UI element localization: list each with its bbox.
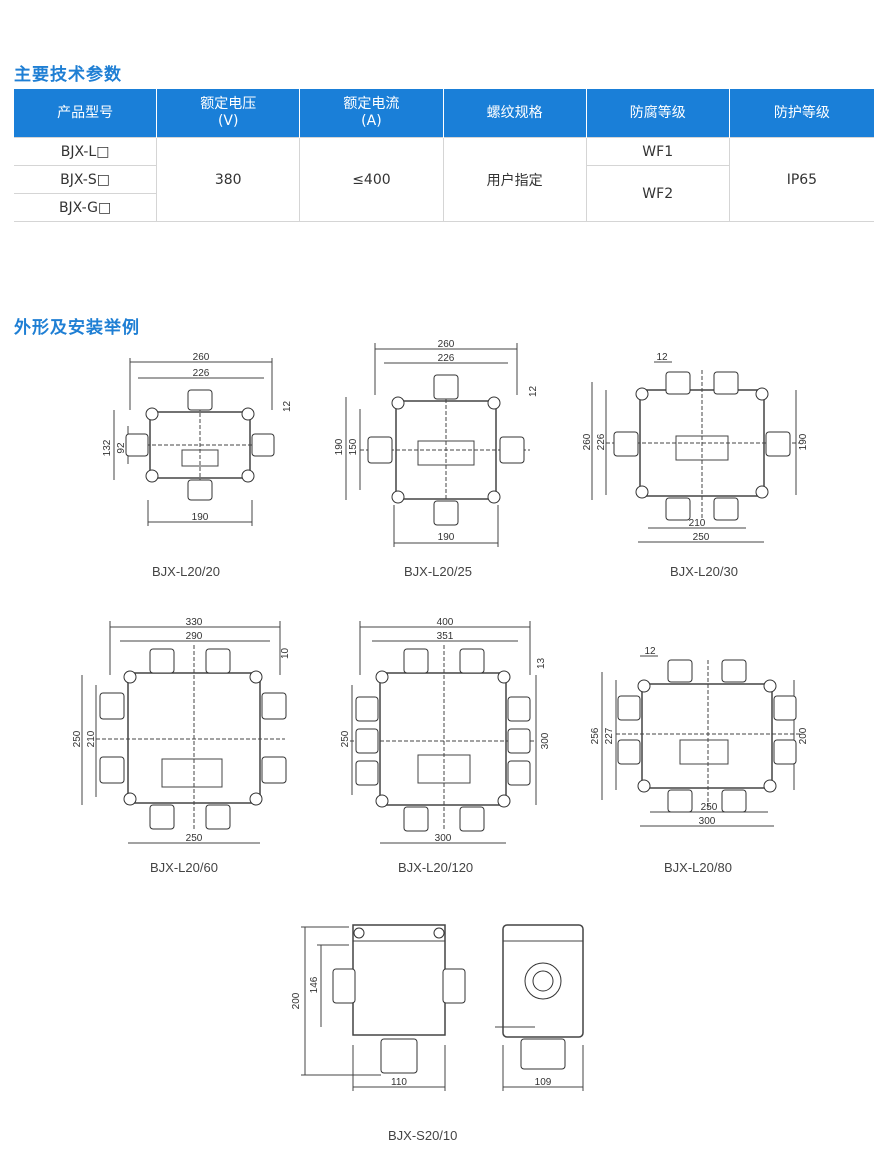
corrosion-cell: WF1: [585, 137, 730, 166]
drawing-bjx-l20-80: 12 256 227 200 250 300: [590, 646, 809, 827]
dim-label: 300: [435, 833, 452, 844]
dim-label: 300: [540, 732, 551, 749]
voltage-cell: 380: [156, 137, 301, 222]
header-thread-label: 螺纹规格: [486, 104, 543, 121]
dim-label: 210: [86, 730, 97, 747]
header-corrosion-label: 防腐等级: [629, 104, 686, 121]
section-title-tech-params: 主要技术参数: [14, 65, 122, 85]
header-corrosion: 防腐等级: [585, 89, 730, 138]
dim-label: 250: [340, 730, 351, 747]
table-row: BJX-S□ WF2: [14, 165, 874, 222]
table-row: BJX-L□ 380 ≤400 用户指定 WF1 IP65: [14, 137, 874, 222]
dim-label: 190: [438, 532, 455, 543]
dim-label: 200: [798, 727, 809, 744]
protection-cell: IP65: [728, 137, 874, 222]
header-current-label: 额定电流: [343, 96, 400, 112]
header-model-label: 产品型号: [57, 104, 114, 121]
drawing-bjx-l20-20: 260 226 12 132 92 190: [102, 352, 293, 526]
corrosion-cell: WF2: [585, 165, 730, 222]
dim-label: 256: [590, 727, 601, 744]
drawing-bjx-l20-25: 260 226 12 190 150 190: [334, 339, 539, 547]
dim-label: 10: [280, 647, 291, 659]
tech-params-table: 产品型号 额定电压(V) 额定电流(A) 螺纹规格 防腐等级 防护等级 BJX-…: [14, 89, 874, 222]
dim-label: 109: [535, 1077, 552, 1088]
header-thread: 螺纹规格: [442, 89, 587, 138]
drawing-bjx-l20-30: 12 260 226 190 210 250: [582, 352, 809, 543]
table-header-row: 产品型号 额定电压(V) 额定电流(A) 螺纹规格 防腐等级 防护等级: [14, 89, 874, 138]
dim-label: 300: [699, 816, 716, 827]
dim-label: 146: [309, 976, 320, 993]
dim-label: 260: [582, 433, 593, 450]
dim-label: 260: [193, 352, 210, 363]
dim-label: 400: [437, 617, 454, 628]
model-cell: BJX-S□: [14, 165, 158, 194]
drawing-caption: BJX-L20/60: [150, 860, 218, 875]
dim-label: 226: [438, 353, 455, 364]
dim-label: 12: [656, 352, 668, 363]
table-row: BJX-G□: [14, 193, 874, 222]
drawing-bjx-l20-60: 330 290 10 250 210 250: [72, 617, 291, 844]
dim-label: 226: [596, 433, 607, 450]
dim-label: 12: [528, 385, 539, 397]
dim-label: 132: [102, 439, 113, 456]
header-current: 额定电流(A): [299, 89, 444, 138]
dim-label: 200: [291, 992, 302, 1009]
dim-label: 226: [193, 368, 210, 379]
dim-label: 210: [689, 518, 706, 529]
model-cell: BJX-G□: [14, 193, 158, 222]
dim-label: 150: [348, 438, 359, 455]
dim-label: 190: [798, 433, 809, 450]
drawing-bjx-l20-120: 400 351 13 250 300 300: [340, 617, 551, 844]
drawing-bjx-s20-10: 200 146 110 109: [291, 924, 584, 1091]
drawing-caption: BJX-L20/20: [152, 564, 220, 579]
dim-label: 227: [604, 727, 615, 744]
dim-label: 110: [391, 1077, 407, 1088]
header-model: 产品型号: [14, 89, 157, 138]
dim-label: 190: [192, 512, 209, 523]
dim-label: 92: [116, 442, 127, 454]
header-protection-label: 防护等级: [773, 104, 830, 121]
thread-cell: 用户指定: [442, 137, 587, 222]
header-voltage-label: 额定电压: [200, 96, 257, 112]
dim-label: 12: [644, 646, 656, 657]
dim-label: 190: [334, 438, 345, 455]
section-title-outline: 外形及安装举例: [14, 318, 140, 338]
dim-label: 13: [536, 657, 547, 669]
header-protection: 防护等级: [728, 89, 874, 138]
header-voltage: 额定电压(V): [156, 89, 300, 138]
header-current-unit: (A): [361, 113, 382, 129]
dim-label: 250: [701, 802, 718, 813]
drawing-caption: BJX-S20/10: [388, 1128, 458, 1143]
dim-label: 290: [186, 631, 203, 642]
dim-label: 260: [438, 339, 455, 350]
model-cell: BJX-L□: [14, 137, 158, 166]
drawing-caption: BJX-L20/80: [664, 860, 732, 875]
dim-label: 330: [186, 617, 203, 628]
drawing-caption: BJX-L20/30: [670, 564, 738, 579]
dim-label: 250: [693, 532, 710, 543]
drawing-caption: BJX-L20/120: [398, 860, 474, 875]
dim-label: 250: [186, 833, 203, 844]
current-cell: ≤400: [299, 137, 444, 222]
dim-label: 351: [437, 631, 454, 642]
header-voltage-unit: (V): [217, 113, 239, 129]
dim-label: 250: [72, 730, 83, 747]
drawing-caption: BJX-L20/25: [404, 564, 472, 579]
dim-label: 12: [282, 400, 293, 412]
